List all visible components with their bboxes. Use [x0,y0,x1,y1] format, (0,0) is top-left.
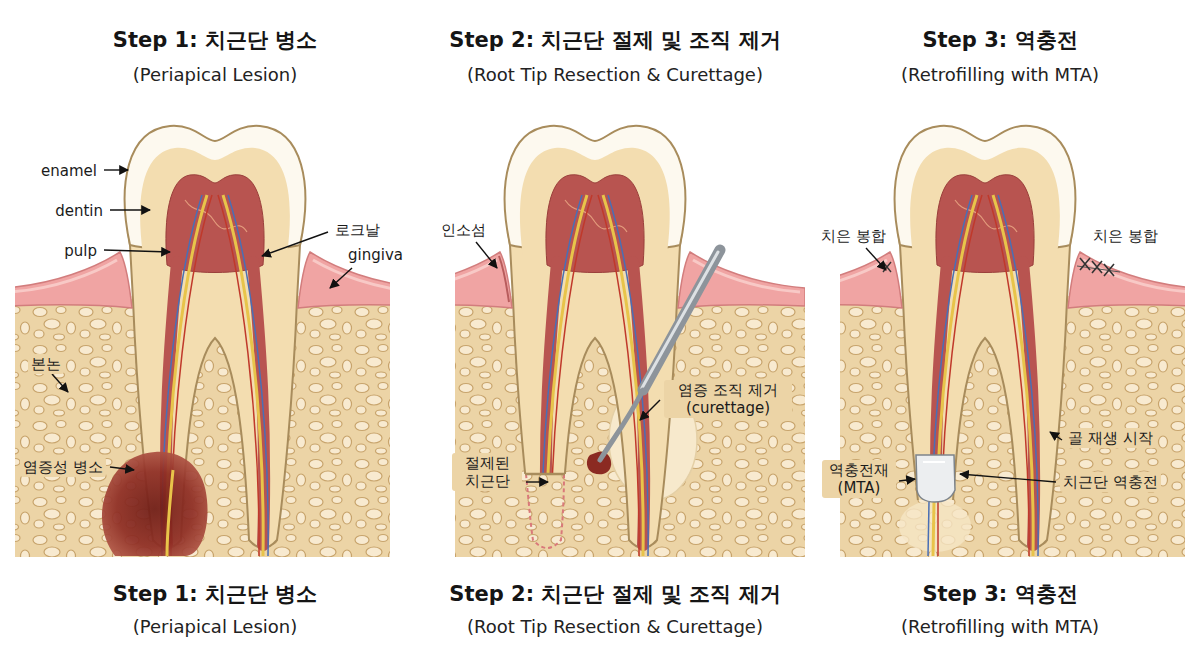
step-heading: Step 1: 치근단 병소 [113,582,317,607]
leader-arrows [52,170,1062,482]
step-subtitle: (Periapical Lesion) [133,64,297,86]
curette-shaft [643,250,720,390]
curette-shine [642,252,718,388]
step-heading: Step 3: 역충전 [922,582,1077,607]
mta-filling [916,455,955,502]
lesion-blob [102,452,208,556]
step-heading: Step 2: 치근단 절제 및 조직 제거 [449,28,780,53]
vessel-line [928,502,929,556]
step-heading: Step 2: 치근단 절제 및 조직 제거 [449,582,780,607]
part-label: 본논 [28,354,64,374]
step-subtitle: (Retrofilling with MTA) [901,616,1099,638]
part-label: 염증성 병소 [20,457,106,477]
mta-shine [923,461,945,463]
step-subtitle: (Periapical Lesion) [133,616,297,638]
part-label: enamel [38,161,100,181]
part-label: 골 재생 시작 [1065,428,1156,448]
part-label: 치근단 역충전 [1060,472,1161,492]
part-label: 로크날 [332,220,383,240]
part-label: gingiva [345,245,406,265]
part-label: 역충전재 (MTA) [822,460,896,498]
part-label: 치은 봉합 [818,226,889,246]
step-subtitle: (Retrofilling with MTA) [901,64,1099,86]
lesion-remnant [587,452,611,475]
panel-resection [455,126,805,557]
part-label: 인소섬 [438,220,489,240]
panel-lesion [15,126,390,557]
step-heading: Step 3: 역충전 [922,28,1077,53]
incision-line [499,256,509,302]
part-label: 절제된 치근단 [452,453,522,491]
nerve-line [933,502,934,556]
part-label: 치은 봉합 [1090,226,1161,246]
cut-line [525,473,565,476]
suture-marks [1080,258,1114,276]
nerve-line [167,470,173,556]
part-label: dentin [52,201,106,221]
part-label: 염증 조직 제거 (curettage) [664,380,792,418]
part-label: pulp [61,241,100,261]
step-subtitle: (Root Tip Resection & Curettage) [467,616,763,638]
removed-tip-outline [526,474,564,548]
curette-hook [600,390,643,460]
panel-retrofill [840,126,1185,557]
step-subtitle: (Root Tip Resection & Curettage) [467,64,763,86]
vessel-line [937,502,939,556]
step-heading: Step 1: 치근단 병소 [113,28,317,53]
